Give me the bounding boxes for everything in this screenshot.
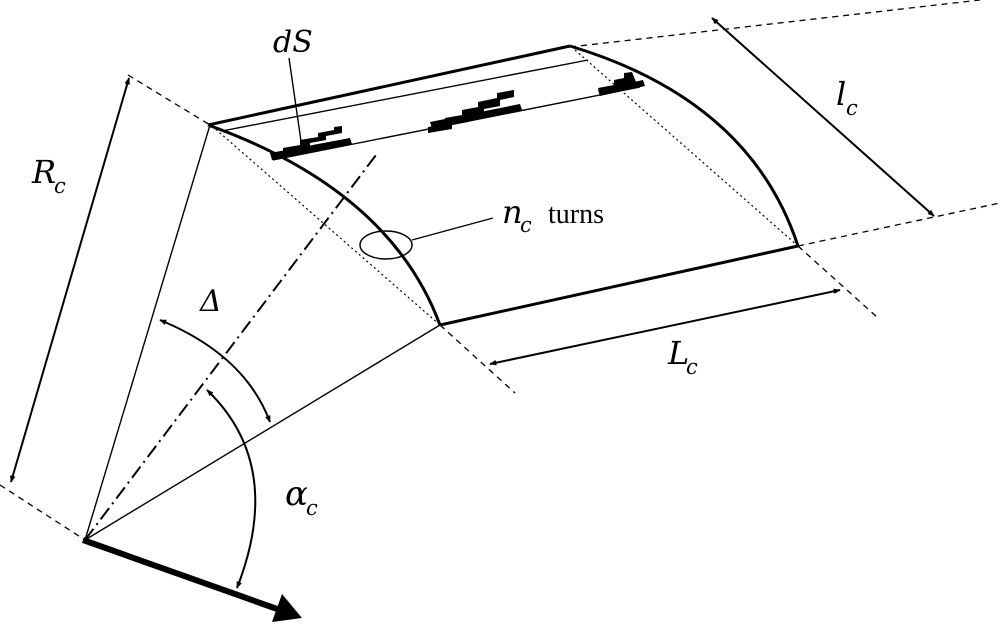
delta-angle-arrow: [159, 319, 271, 423]
conductor-cross-section: [270, 72, 645, 160]
rc-label: R c: [31, 153, 66, 198]
radial-lines: [84, 124, 441, 541]
coil-top-edge: [207, 44, 571, 127]
ext-line-left-bottom: [0, 484, 86, 541]
Lc-label-sub: c: [686, 355, 698, 379]
coil-body: [207, 44, 800, 327]
ds-label: dS: [273, 25, 313, 60]
lc-label-sub: c: [846, 96, 858, 120]
ext-line-left-top: [127, 74, 211, 126]
delta-label: Δ: [199, 284, 222, 319]
hidden-edge-front: [211, 125, 441, 326]
rc-dimension-arrow: [10, 77, 130, 483]
conductor-block-left: [283, 126, 342, 158]
coil-front-arc: [207, 123, 442, 326]
alpha-label: α c: [285, 474, 318, 520]
direction-arrow-shaft: [81, 537, 282, 613]
rc-label-main: R: [31, 153, 56, 191]
coil-inner-line-1: [221, 59, 589, 132]
nc-turns-label: n c turns: [502, 193, 604, 237]
conductor-band-middle: [430, 104, 522, 128]
ds-pointer-line: [288, 57, 303, 149]
alpha-angle-arrow: [206, 389, 257, 589]
Lc-label: L c: [667, 334, 698, 379]
ext-line-right-corner: [797, 245, 879, 319]
lc-label: l c: [836, 75, 858, 120]
radius-line-lower: [84, 324, 441, 541]
conductor-band-left: [270, 138, 352, 160]
conductor-band-right: [598, 80, 645, 96]
ext-line-top-right: [569, 0, 981, 48]
nc-label-main: n: [502, 193, 523, 231]
extension-lines: [0, 0, 1000, 541]
dimension-arrows: [10, 17, 935, 589]
nc-label-sub: c: [520, 213, 532, 237]
direction-arrow-head: [272, 594, 302, 622]
hidden-edge-back: [574, 49, 799, 247]
turns-pointer-line: [411, 217, 494, 241]
nc-label-suffix: turns: [548, 199, 604, 230]
lc-label-main: l: [836, 75, 846, 113]
radius-line-upper: [84, 124, 211, 541]
Lc-label-main: L: [667, 334, 689, 372]
centre-axis-line: [84, 154, 377, 541]
turns-ellipse: [359, 230, 413, 260]
coil-bottom-edge: [439, 244, 799, 327]
lc-dimension-arrow: [711, 17, 935, 217]
Lc-dimension-arrow: [489, 288, 841, 366]
alpha-label-main: α: [285, 474, 308, 514]
rc-label-sub: c: [54, 174, 66, 198]
ext-line-right-mid: [797, 202, 1000, 247]
alpha-label-sub: c: [306, 496, 318, 520]
hidden-edges: [211, 49, 799, 326]
ext-line-front-corner: [439, 324, 516, 394]
